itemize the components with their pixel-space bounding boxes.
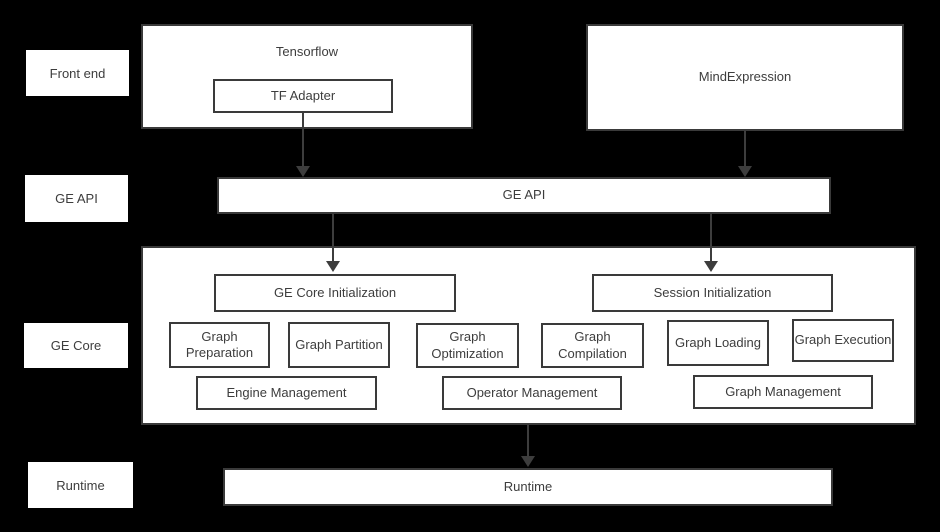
row-label-front-end: Front end — [26, 50, 129, 96]
arrow-tf-adapter-to-ge-api — [296, 113, 310, 177]
graph-execution-box: Graph Execution — [792, 319, 894, 362]
tensorflow-box: Tensorflow TF Adapter — [141, 24, 473, 129]
arrow-head-icon — [326, 261, 340, 272]
arrow-ge-api-to-session-initialization — [704, 214, 718, 272]
row-label-ge-core: GE Core — [24, 323, 128, 368]
ge-api-bar: GE API — [217, 177, 831, 214]
arrow-mindexpression-to-ge-api — [738, 131, 752, 177]
graph-partition-box: Graph Partition — [288, 322, 390, 368]
tensorflow-label: Tensorflow — [275, 44, 339, 60]
arrow-shaft — [710, 214, 712, 262]
arrow-shaft — [332, 214, 334, 262]
runtime-bar: Runtime — [223, 468, 833, 506]
graph-management-box: Graph Management — [693, 375, 873, 409]
session-initialization-box: Session Initialization — [592, 274, 833, 312]
arrow-head-icon — [704, 261, 718, 272]
arrow-ge-core-to-runtime — [521, 425, 535, 467]
arrow-shaft — [302, 113, 304, 167]
row-label-runtime: Runtime — [28, 462, 133, 508]
arrow-shaft — [527, 425, 529, 457]
arrow-head-icon — [296, 166, 310, 177]
arrow-head-icon — [521, 456, 535, 467]
graph-compilation-box: Graph Compilation — [541, 323, 644, 368]
arrow-head-icon — [738, 166, 752, 177]
ge-core-initialization-box: GE Core Initialization — [214, 274, 456, 312]
row-label-ge-api: GE API — [25, 175, 128, 222]
graph-loading-box: Graph Loading — [667, 320, 769, 366]
engine-management-box: Engine Management — [196, 376, 377, 410]
operator-management-box: Operator Management — [442, 376, 622, 410]
ge-core-box: GE Core Initialization Session Initializ… — [141, 246, 916, 425]
tf-adapter-box: TF Adapter — [213, 79, 393, 113]
arrow-ge-api-to-ge-core-initialization — [326, 214, 340, 272]
graph-preparation-box: Graph Preparation — [169, 322, 270, 368]
arrow-shaft — [744, 131, 746, 167]
mindexpression-box: MindExpression — [586, 24, 904, 131]
graph-optimization-box: Graph Optimization — [416, 323, 519, 368]
